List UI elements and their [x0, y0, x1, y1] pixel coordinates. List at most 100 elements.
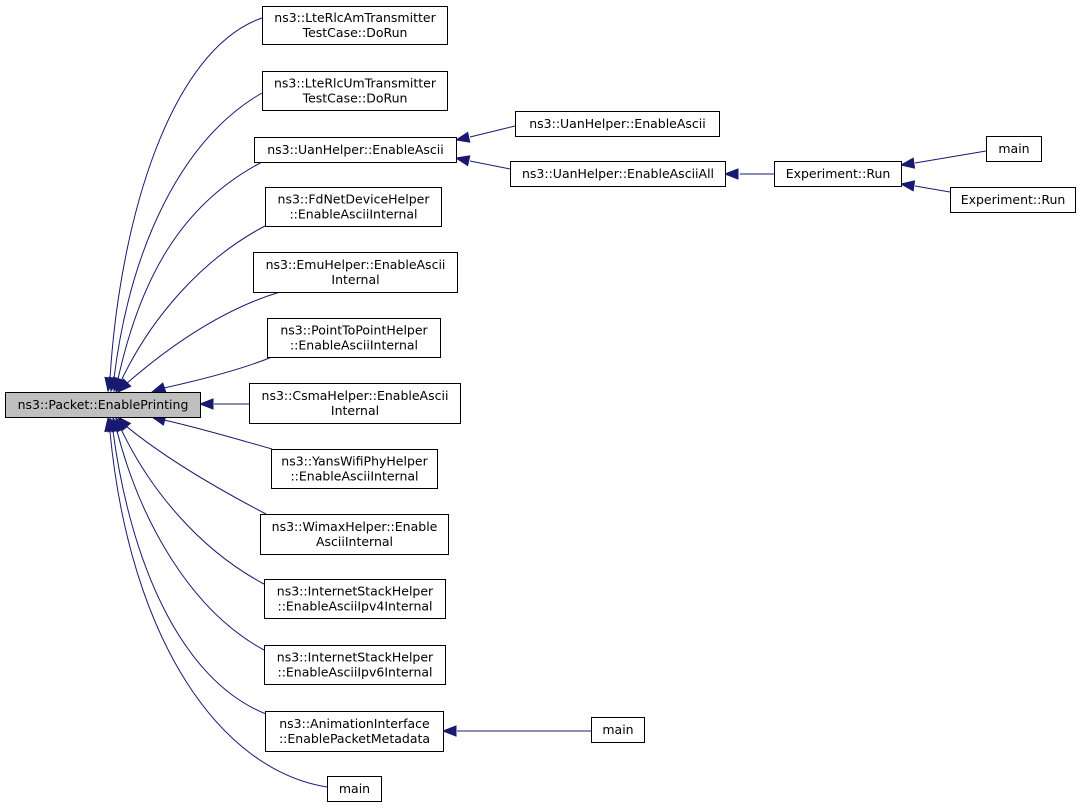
node-box: [515, 111, 720, 137]
node-label: ns3::UanHelper::EnableAscii: [267, 142, 444, 157]
edge-line: [469, 160, 511, 170]
node-focus[interactable]: ns3::Packet::EnablePrinting: [5, 392, 201, 418]
node-inet4[interactable]: ns3::InternetStackHelper::EnableAsciiIpv…: [264, 579, 446, 619]
node-label: main: [602, 722, 633, 737]
edges-layer: [104, 17, 987, 788]
node-box: [271, 449, 438, 489]
node-box: [249, 383, 461, 424]
edge-main_bottom-to-focus: [104, 416, 328, 788]
arrowhead: [899, 180, 916, 192]
node-label: ns3::CsmaHelper::EnableAscii: [262, 388, 449, 403]
node-box: [260, 514, 449, 555]
edge-line: [117, 161, 263, 380]
node-label: ns3::PointToPointHelper: [280, 323, 428, 338]
node-anim[interactable]: ns3::AnimationInterface::EnablePacketMet…: [265, 711, 444, 752]
node-uan-ascii2[interactable]: ns3::UanHelper::EnableAscii: [515, 111, 720, 137]
node-label: main: [339, 781, 370, 796]
node-box: [264, 579, 446, 619]
node-label: Experiment::Run: [786, 166, 891, 181]
arrowhead: [454, 155, 471, 167]
edge-line: [914, 150, 987, 164]
edge-line: [469, 125, 516, 138]
node-box: [265, 711, 444, 752]
node-box: [774, 161, 902, 187]
edge-exp_run1-to-uan_all: [723, 168, 774, 180]
arrowhead: [441, 725, 457, 737]
edge-line: [125, 425, 267, 515]
arrowhead: [198, 398, 214, 410]
node-box: [267, 318, 441, 358]
node-main-right[interactable]: main: [986, 136, 1042, 162]
node-exp-run1[interactable]: Experiment::Run: [774, 161, 902, 187]
node-emu[interactable]: ns3::EmuHelper::EnableAsciiInternal: [253, 252, 458, 293]
arrowhead: [104, 416, 116, 433]
node-box: [262, 6, 448, 45]
edge-line: [109, 431, 328, 788]
arrowhead: [150, 382, 167, 394]
node-box: [510, 161, 726, 187]
node-label: Internal: [331, 272, 379, 287]
node-label: ns3::InternetStackHelper: [277, 650, 434, 665]
node-label: TestCase::DoRun: [302, 91, 408, 106]
node-label: ns3::EmuHelper::EnableAscii: [266, 257, 446, 272]
edge-line: [163, 419, 273, 450]
arrowhead: [723, 168, 739, 180]
node-label: TestCase::DoRun: [302, 25, 408, 40]
edge-uan_ascii-to-focus: [112, 161, 263, 393]
node-box: [253, 252, 458, 293]
node-fdnet[interactable]: ns3::FdNetDeviceHelper::EnableAsciiInter…: [265, 187, 442, 227]
node-label: ns3::UanHelper::EnableAscii: [529, 116, 706, 131]
node-box: [950, 187, 1076, 213]
edge-line: [120, 428, 265, 585]
nodes-layer: ns3::Packet::EnablePrinting ns3::LteRlcAm…: [5, 6, 1076, 802]
arrowhead: [454, 131, 471, 143]
node-wimax[interactable]: ns3::WimaxHelper::EnableAsciiInternal: [260, 514, 449, 555]
node-label: ::EnableAsciiInternal: [290, 338, 418, 353]
node-label: ns3::Packet::EnablePrinting: [18, 397, 189, 412]
node-label: ns3::FdNetDeviceHelper: [278, 192, 431, 207]
node-box: [262, 71, 448, 111]
edge-anim-to-focus: [107, 416, 267, 715]
node-label: ::EnableAsciiIpv6Internal: [277, 665, 432, 680]
node-label: ns3::LteRlcUmTransmitter: [274, 76, 437, 91]
node-uan-all[interactable]: ns3::UanHelper::EnableAsciiAll: [510, 161, 726, 187]
edge-line: [112, 430, 267, 715]
node-box: [254, 137, 457, 163]
node-label: main: [998, 141, 1029, 156]
node-label: ::EnableAsciiIpv4Internal: [277, 599, 432, 614]
edge-line: [116, 430, 265, 651]
edge-line: [113, 92, 263, 379]
node-box: [327, 776, 382, 802]
node-label: Experiment::Run: [961, 192, 1066, 207]
node-csma[interactable]: ns3::CsmaHelper::EnableAsciiInternal: [249, 383, 461, 424]
node-label: ns3::InternetStackHelper: [277, 584, 434, 599]
node-box: [264, 645, 446, 685]
edge-lte_am-to-focus: [104, 17, 263, 393]
node-label: ns3::LteRlcAmTransmitter: [274, 10, 436, 25]
node-yans[interactable]: ns3::YansWifiPhyHelper::EnableAsciiInter…: [271, 449, 438, 489]
arrowhead: [117, 378, 132, 393]
edge-exp_run2-to-exp_run1: [899, 180, 951, 193]
node-label: ::EnablePacketMetadata: [279, 731, 430, 746]
edge-uan_ascii2-to-uan_ascii: [454, 125, 516, 143]
node-box: [591, 717, 645, 743]
node-label: ::EnableAsciiInternal: [290, 469, 418, 484]
node-box: [5, 392, 201, 418]
node-main-anim[interactable]: main: [591, 717, 645, 743]
node-box: [986, 136, 1042, 162]
node-main-bottom[interactable]: main: [327, 776, 382, 802]
edge-line: [109, 17, 263, 379]
node-uan-ascii[interactable]: ns3::UanHelper::EnableAscii: [254, 137, 457, 163]
node-label: ::EnableAsciiInternal: [289, 207, 417, 222]
edge-uan_all-to-uan_ascii: [454, 155, 511, 170]
edge-csma-to-focus: [198, 398, 249, 410]
node-box: [265, 187, 442, 227]
edge-line: [914, 185, 951, 193]
node-inet6[interactable]: ns3::InternetStackHelper::EnableAsciiIpv…: [264, 645, 446, 685]
node-exp-run2[interactable]: Experiment::Run: [950, 187, 1076, 213]
node-p2p[interactable]: ns3::PointToPointHelper::EnableAsciiInte…: [267, 318, 441, 358]
edge-emu-to-focus: [117, 291, 281, 393]
